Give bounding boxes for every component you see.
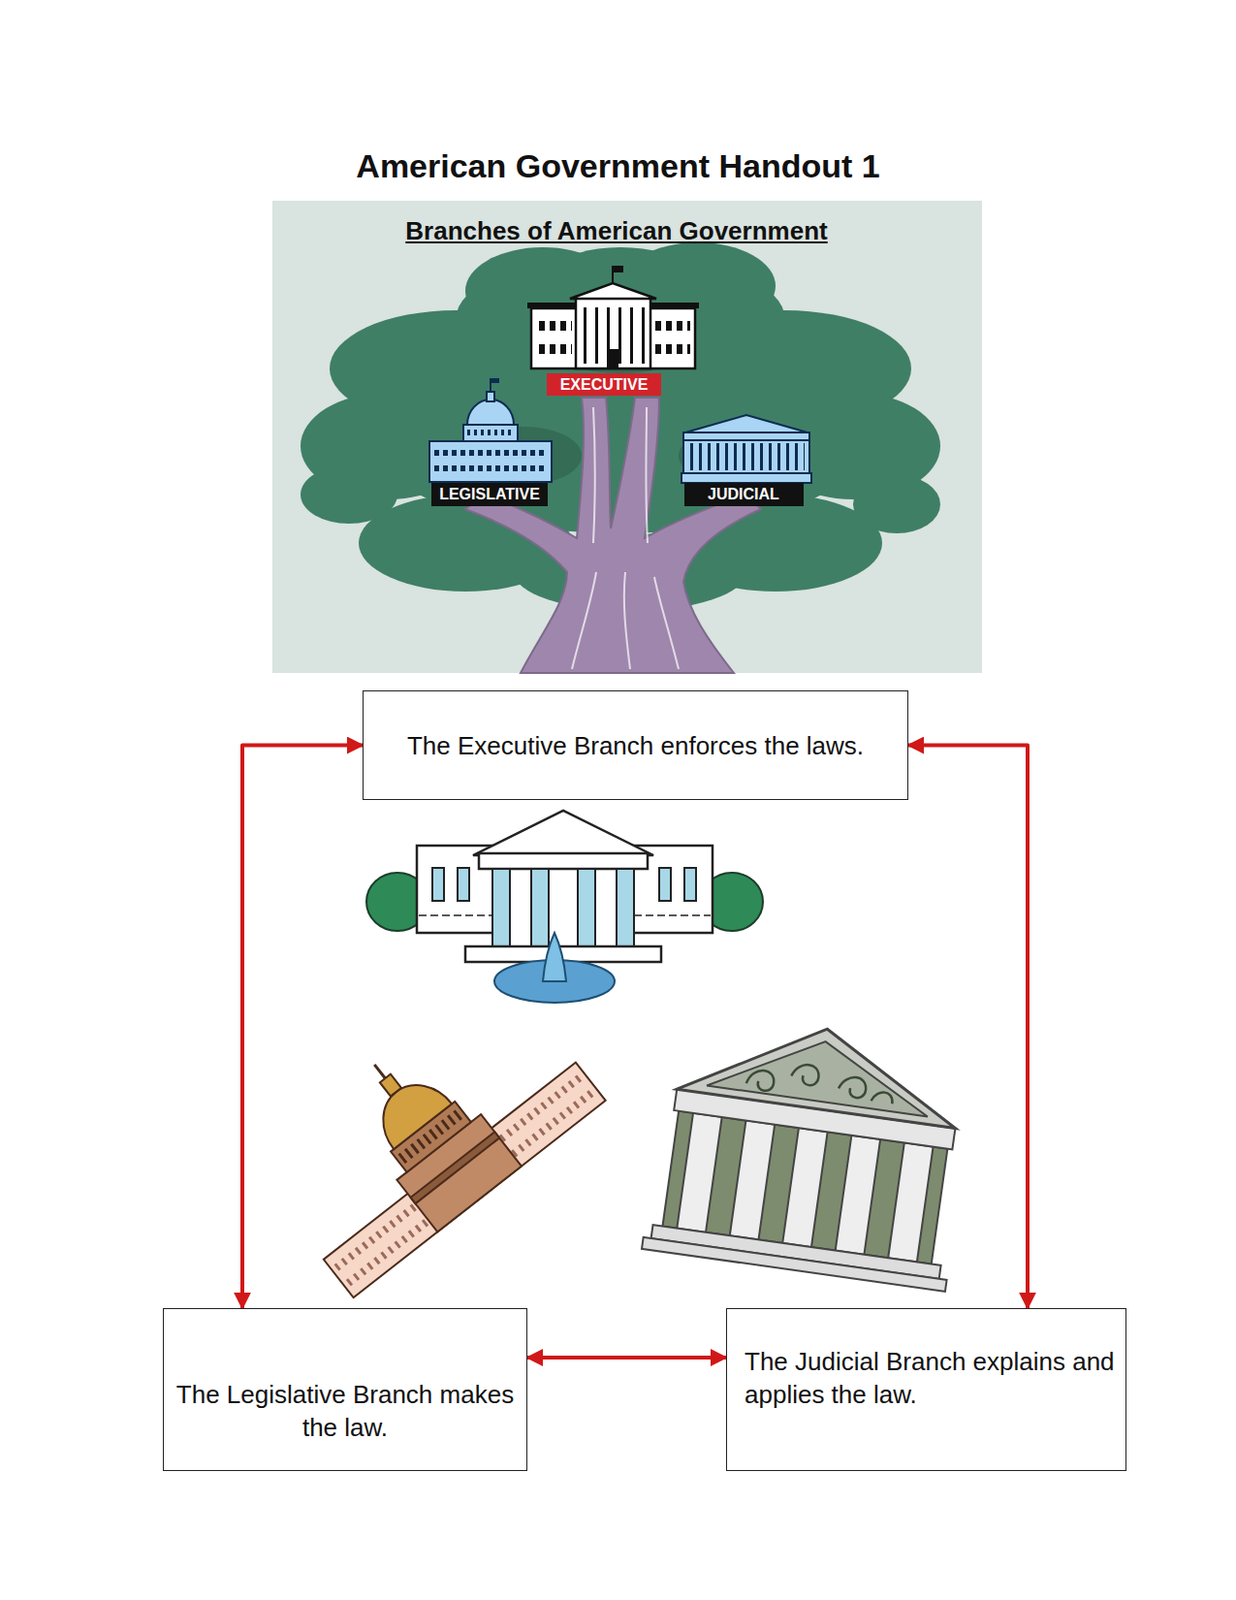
white-house-icon (606, 348, 619, 369)
white-house-drawing (616, 868, 634, 947)
court-drawing (887, 1141, 933, 1262)
white-house-drawing (659, 867, 671, 901)
white-house-icon (655, 320, 691, 331)
capitol-drawing (374, 1064, 385, 1078)
capitol-drawing (366, 1069, 452, 1149)
white-house-icon (538, 320, 572, 331)
white-house-icon (538, 344, 572, 354)
white-house-drawing (478, 853, 648, 869)
court-icon (681, 414, 812, 483)
text-box: The Judicial Branch explains and applies… (726, 1307, 1127, 1471)
court-drawing (835, 1135, 881, 1255)
white-house-icon (527, 265, 699, 369)
white-house-drawing (684, 867, 697, 901)
court-drawing (745, 1056, 896, 1110)
capitol-icon (486, 391, 495, 402)
court-drawing (676, 1009, 967, 1129)
white-house-drawing (418, 914, 505, 917)
white-house-drawing (366, 810, 763, 1003)
white-house-drawing (531, 868, 549, 947)
white-house-icon (570, 283, 657, 299)
double-arrow (242, 745, 363, 1309)
branch-tag: LEGISLATIVE (431, 482, 548, 507)
branch-tag: JUDICIAL (684, 482, 804, 507)
branch-tag: EXECUTIVE (546, 373, 662, 396)
white-house-icon (655, 344, 691, 354)
white-house-drawing (432, 867, 444, 901)
capitol-icon (429, 441, 552, 482)
capitol-icon (434, 465, 547, 472)
court-icon (685, 414, 808, 433)
branch-description: The Executive Branch enforces the laws. (407, 728, 864, 762)
capitol-icon (467, 399, 514, 425)
court-drawing (676, 1112, 722, 1233)
double-arrow (908, 745, 1028, 1309)
branch-description: The Legislative Branch makes the law. (173, 1377, 517, 1444)
white-house-icon (612, 265, 624, 273)
capitol-icon (429, 378, 552, 482)
court-drawing (782, 1127, 827, 1247)
white-house-drawing (457, 867, 470, 901)
branch-label: JUDICIAL (707, 485, 780, 504)
page-title: American Government Handout 1 (0, 143, 1236, 189)
court-drawing (641, 1007, 980, 1292)
tree-trunk (571, 407, 679, 669)
white-house-drawing (473, 810, 654, 856)
white-house-drawing (577, 868, 596, 947)
text-box: The Legislative Branch makes the law. (162, 1307, 528, 1471)
white-house-icon (575, 296, 651, 369)
court-icon (683, 432, 810, 441)
capitol-icon (467, 429, 514, 436)
branch-description: The Judicial Branch explains and applies… (744, 1344, 1116, 1411)
double-arrow (527, 1355, 727, 1360)
court-drawing (706, 1025, 936, 1116)
court-icon (683, 440, 810, 474)
panel-heading: Branches of American Government (272, 200, 983, 246)
capitol-drawing (323, 1062, 606, 1299)
connectors (242, 745, 1028, 1359)
white-house-drawing (542, 932, 567, 982)
tree-foliage (562, 247, 679, 286)
branch-label: EXECUTIVE (560, 376, 649, 394)
court-drawing (641, 1236, 948, 1292)
court-icon (681, 473, 812, 483)
white-house-drawing (622, 914, 711, 917)
capitol-icon (490, 378, 500, 383)
white-house-drawing (492, 868, 510, 947)
panel-ground (272, 200, 983, 673)
text-box: The Executive Branch enforces the laws. (362, 690, 909, 800)
capitol-drawing (336, 1076, 581, 1268)
branch-label: LEGISLATIVE (439, 485, 540, 504)
court-icon (690, 443, 805, 471)
capitol-drawing (248, 965, 605, 1298)
court-drawing (729, 1119, 775, 1239)
capitol-icon (434, 449, 547, 456)
capitol-icon (463, 424, 518, 442)
illustration-panel: Branches of American GovernmentEXECUTIVE… (272, 200, 983, 673)
